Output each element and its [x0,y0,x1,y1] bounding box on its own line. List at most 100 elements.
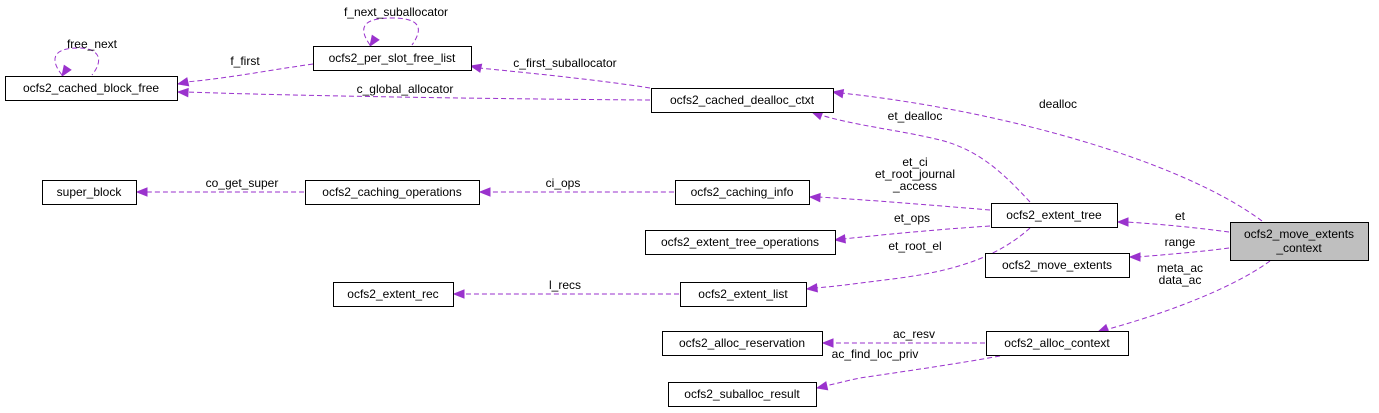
node-label-line: ocfs2_caching_operations [322,185,461,199]
node-box[interactable] [305,180,480,205]
node-ocfs2-cached-block-free[interactable]: ocfs2_cached_block_free [5,76,178,101]
node-label-line: ocfs2_caching_info [691,185,794,199]
node-label-line: ocfs2_cached_block_free [23,81,159,95]
edge-label: ci_ops [546,176,581,190]
edge-line [817,113,1031,203]
node-ocfs2-extent-rec[interactable]: ocfs2_extent_rec [333,282,454,307]
edge-label-line: c_first_suballocator [513,56,616,70]
node-ocfs2-extent-tree[interactable]: ocfs2_extent_tree [991,203,1118,228]
node-box[interactable] [662,331,823,356]
arrowhead-icon [61,64,72,78]
edge-label: et [1175,209,1186,223]
edge-label-line: dealloc [1039,97,1077,111]
edge-line [824,355,1001,387]
edge-ocfs2_extent_tree-to-ocfs2_extent_list: et_root_el [805,227,1031,293]
node-label: ocfs2_per_slot_free_list [329,51,456,65]
edge-label-line: et_dealloc [888,109,943,123]
node-label-line: ocfs2_extent_tree_operations [661,235,819,249]
node-ocfs2-caching-info[interactable]: ocfs2_caching_info [675,180,810,205]
node-box[interactable] [986,331,1129,356]
arrowhead-icon [1116,217,1129,227]
node-box[interactable] [991,203,1118,228]
node-label-line: ocfs2_alloc_context [1004,336,1110,350]
edge-ocfs2_cached_dealloc_ctxt-to-ocfs2_cached_block_free: c_global_allocator [176,82,651,101]
edge-label: et_dealloc [888,109,943,123]
edge-line [185,91,651,101]
edge-line [54,47,100,76]
edge-label: range [1165,235,1196,249]
node-box[interactable] [985,253,1130,278]
node-ocfs2-suballoc-result[interactable]: ocfs2_suballoc_result [668,382,817,407]
node-label-line: _context [1275,241,1322,255]
arrowhead-icon [369,34,380,48]
node-label-line: super_block [57,185,123,199]
edge-ocfs2_caching_info-to-ocfs2_caching_operations: ci_ops [478,176,675,197]
node-label: ocfs2_extent_rec [347,287,438,301]
node-box[interactable] [333,282,454,307]
node-box[interactable] [1230,222,1369,261]
node-label-line: ocfs2_extent_rec [347,287,438,301]
node-ocfs2-alloc-reservation[interactable]: ocfs2_alloc_reservation [662,331,823,356]
edge-line [840,92,1263,222]
edge-label-line: free_next [67,37,118,51]
edge-line [842,225,991,240]
node-super-block[interactable]: super_block [42,180,137,205]
node-ocfs2-caching-operations[interactable]: ocfs2_caching_operations [305,180,480,205]
node-box[interactable] [675,180,810,205]
edge-line [1137,247,1230,258]
edge-label-line: co_get_super [206,176,279,190]
edge-label: c_first_suballocator [513,56,616,70]
edge-label-line: data_ac [1159,273,1202,287]
node-label: ocfs2_caching_operations [322,185,461,199]
edge-label-line: et_root_journal [875,167,955,181]
edge-ocfs2_caching_operations-to-super_block: co_get_super [135,176,305,197]
arrowhead-icon [833,234,846,244]
node-label: ocfs2_move_extents_context [1244,227,1354,255]
arrowhead-icon [452,289,465,299]
node-ocfs2-move-extents[interactable]: ocfs2_move_extents [985,253,1130,278]
edge-ocfs2_move_extents_context-to-ocfs2_extent_tree: et [1116,209,1230,233]
node-label: ocfs2_caching_info [691,185,794,199]
node-box[interactable] [313,46,472,71]
node-ocfs2-extent-tree-operations[interactable]: ocfs2_extent_tree_operations [645,230,836,255]
arrowhead-icon [135,187,148,197]
edge-label: ac_find_loc_priv [832,347,919,361]
node-ocfs2-extent-list[interactable]: ocfs2_extent_list [680,282,807,307]
node-box[interactable] [680,282,807,307]
edge-ocfs2_per_slot_free_list-to-ocfs2_per_slot_free_list: f_next_suballocator [344,5,448,48]
node-ocfs2-alloc-context[interactable]: ocfs2_alloc_context [986,331,1129,356]
arrowhead-icon [469,63,483,73]
edge-label-line: meta_ac [1157,261,1203,275]
node-box[interactable] [42,180,137,205]
node-label: ocfs2_alloc_reservation [679,336,805,350]
edge-ocfs2_alloc_context-to-ocfs2_alloc_reservation: ac_resv [821,327,985,348]
arrowhead-icon [821,338,834,348]
edge-label-line: ac_resv [893,327,935,341]
edge-label-line: et_root_el [888,239,941,253]
edge-label: l_recs [549,278,581,292]
edge-label-line: l_recs [549,278,581,292]
edge-ocfs2_cached_dealloc_ctxt-to-ocfs2_per_slot_free_list: c_first_suballocator [469,56,651,89]
node-ocfs2-move-extents-context[interactable]: ocfs2_move_extents_context [1230,222,1369,261]
arrowhead-icon [176,87,189,98]
edge-ocfs2_extent_tree-to-ocfs2_cached_dealloc_ctxt: et_dealloc [810,109,1031,203]
node-label-line: ocfs2_alloc_reservation [679,336,805,350]
node-ocfs2-cached-dealloc-ctxt[interactable]: ocfs2_cached_dealloc_ctxt [651,88,834,113]
arrowhead-icon [805,283,818,293]
node-label: ocfs2_extent_tree [1006,208,1102,222]
node-box[interactable] [5,76,178,101]
node-box[interactable] [668,382,817,407]
arrowhead-icon [1128,252,1141,262]
edge-line [817,196,991,211]
edge-ocfs2_move_extents_context-to-ocfs2_cached_dealloc_ctxt: dealloc [831,89,1263,222]
node-ocfs2-per-slot-free-list[interactable]: ocfs2_per_slot_free_list [313,46,472,71]
edge-label-line: c_global_allocator [357,82,454,96]
edge-line [1125,221,1230,233]
node-box[interactable] [645,230,836,255]
edge-label: et_ops [894,211,930,225]
node-box[interactable] [651,88,834,113]
node-label: ocfs2_suballoc_result [684,387,800,401]
